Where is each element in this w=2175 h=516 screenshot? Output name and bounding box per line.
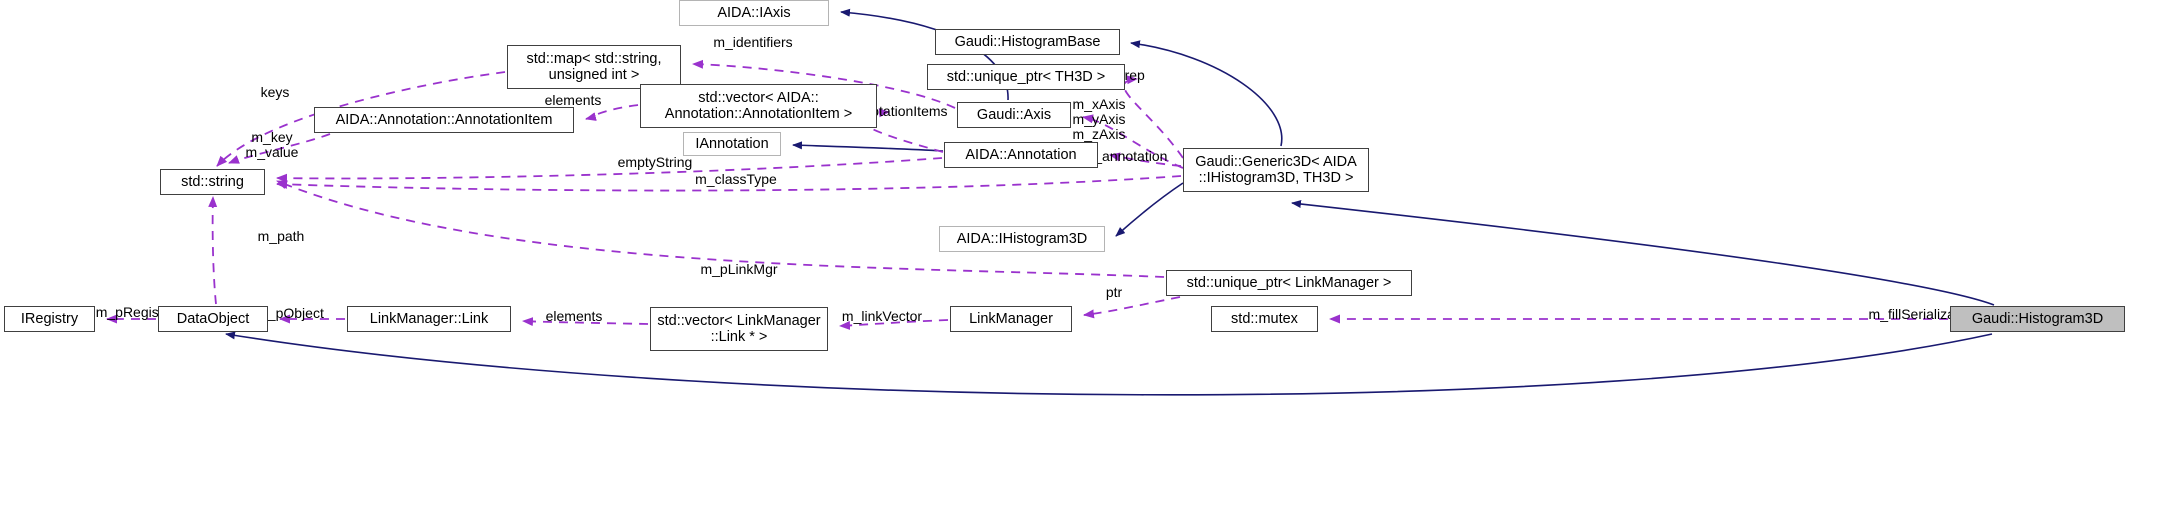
class-node-gaudiaxis[interactable]: Gaudi::Axis — [957, 102, 1071, 128]
class-node-histbase[interactable]: Gaudi::HistogramBase — [935, 29, 1120, 55]
edge-label-ptr: ptr — [1105, 284, 1123, 300]
edge-generic3d-histogrambase — [1130, 40, 1283, 147]
edge-dataobject-stdstring-path — [208, 196, 218, 305]
edge-annotation-iannotation — [792, 141, 944, 152]
class-node-iregistry[interactable]: IRegistry — [4, 306, 95, 332]
class-node-annotation[interactable]: AIDA::Annotation — [944, 142, 1098, 168]
class-node-veclink[interactable]: std::vector< LinkManager ::Link * > — [650, 307, 828, 351]
class-node-annitem[interactable]: AIDA::Annotation::AnnotationItem — [314, 107, 574, 133]
edge-generic3d-ihistogram3d — [1115, 182, 1184, 237]
class-node-iaxis[interactable]: AIDA::IAxis — [679, 0, 829, 26]
class-node-histogram3d[interactable]: Gaudi::Histogram3D — [1950, 306, 2125, 332]
edge-label-m_linkVector: m_linkVector — [841, 308, 923, 324]
edge-label-m_pObject: m_pObject — [256, 305, 324, 321]
edge-histogram3d-dataobject — [225, 331, 1993, 396]
edge-label-emptyString: emptyString — [617, 154, 693, 170]
edge-label-m_classType: m_classType — [695, 171, 777, 187]
class-node-stdmutex[interactable]: std::mutex — [1211, 306, 1318, 332]
class-node-uptrlinkmgr[interactable]: std::unique_ptr< LinkManager > — [1166, 270, 1412, 296]
edge-label-m_key_m_value: m_key m_value — [245, 129, 299, 160]
class-node-vecannitem[interactable]: std::vector< AIDA:: Annotation::Annotati… — [640, 84, 877, 128]
edge-label-m_identifiers: m_identifiers — [713, 34, 793, 50]
class-node-generic3d[interactable]: Gaudi::Generic3D< AIDA ::IHistogram3D, T… — [1183, 148, 1369, 192]
edge-label-m_path: m_path — [257, 228, 305, 244]
class-node-link[interactable]: LinkManager::Link — [347, 306, 511, 332]
class-node-ihist3d[interactable]: AIDA::IHistogram3D — [939, 226, 1105, 252]
class-node-linkmanager[interactable]: LinkManager — [950, 306, 1072, 332]
class-node-stdstring[interactable]: std::string — [160, 169, 265, 195]
class-node-dataobject[interactable]: DataObject — [158, 306, 268, 332]
edge-label-elements-ann: elements — [544, 92, 602, 108]
class-node-iannotation[interactable]: IAnnotation — [683, 132, 781, 156]
edge-label-elements-link: elements — [545, 308, 603, 324]
class-node-stdmap[interactable]: std::map< std::string, unsigned int > — [507, 45, 681, 89]
class-node-uptrth3d[interactable]: std::unique_ptr< TH3D > — [927, 64, 1125, 90]
edge-label-keys: keys — [260, 84, 290, 100]
edge-label-m_xyzAxis: m_xAxis m_yAxis m_zAxis — [1072, 96, 1126, 142]
edge-label-m_pLinkMgr: m_pLinkMgr — [700, 261, 778, 277]
